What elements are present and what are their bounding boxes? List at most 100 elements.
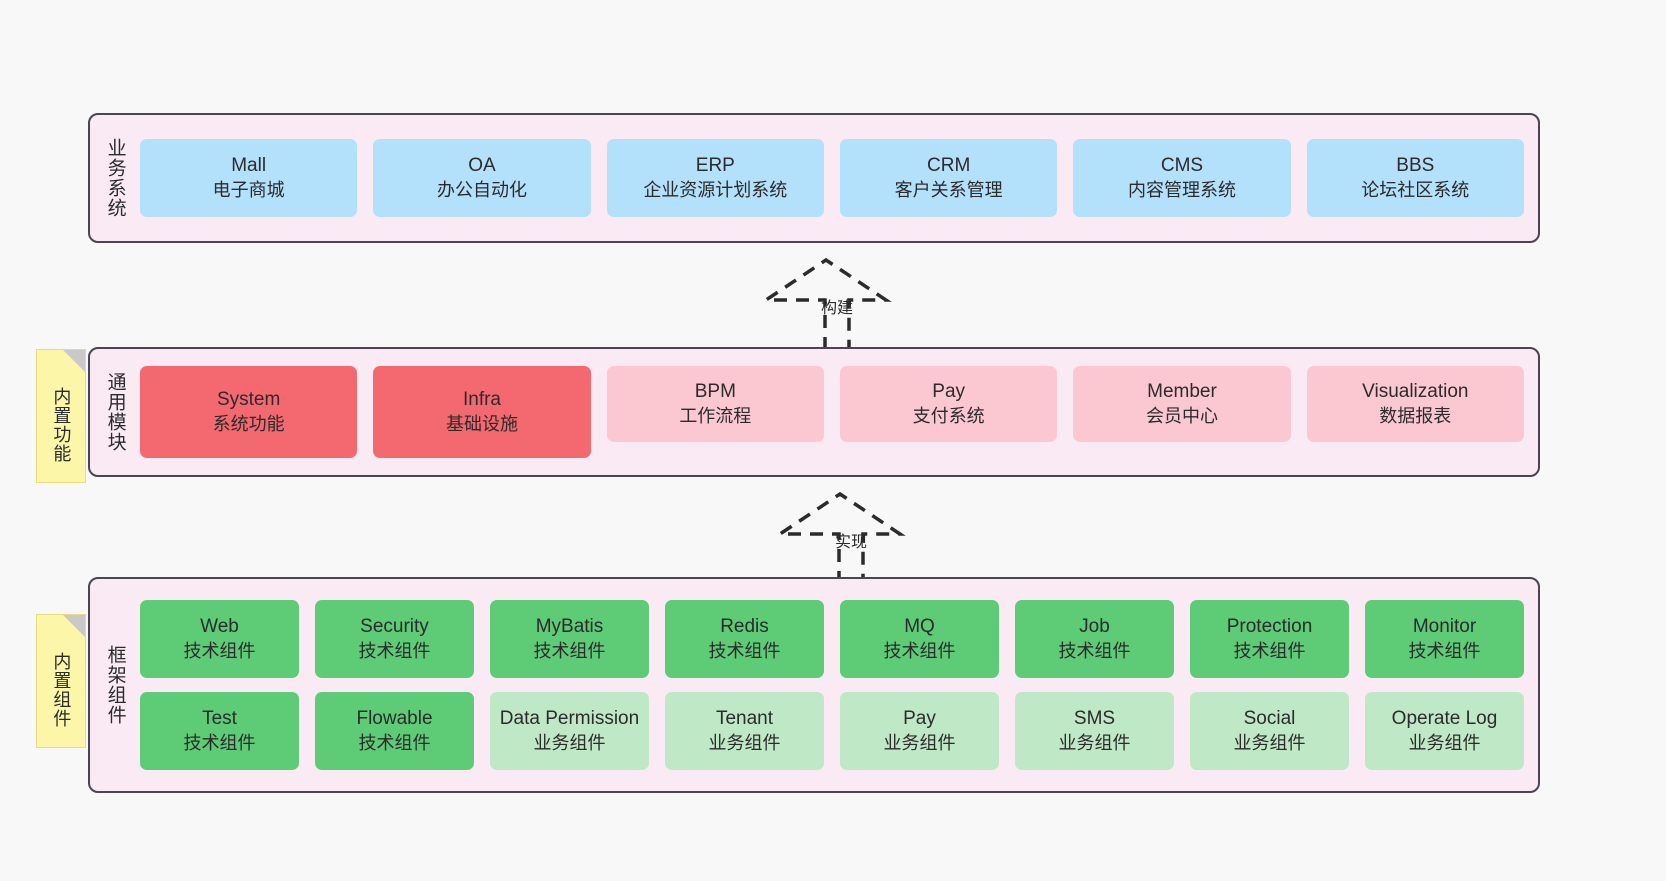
cell-name: MQ	[904, 616, 935, 638]
layer-title-business-system: 业务系统	[104, 138, 126, 218]
cell-name: Mall	[231, 155, 267, 177]
cell-row: Mall 电子商城 OA 办公自动化 ERP 企业资源计划系统 CRM 客户关系…	[140, 139, 1524, 217]
cell-name: Job	[1079, 616, 1110, 638]
cell-desc: 业务组件	[1233, 732, 1306, 753]
cell-name: Pay	[903, 708, 936, 730]
cell-desc: 基础设施	[445, 413, 518, 434]
cell-visualization[interactable]: Visualization 数据报表	[1306, 366, 1524, 442]
cell-desc: 数据报表	[1379, 405, 1452, 426]
layer-title-framework-component: 框架组件	[104, 645, 126, 725]
cell-oa[interactable]: OA 办公自动化	[373, 139, 591, 217]
cell-crm[interactable]: CRM 客户关系管理	[839, 139, 1058, 217]
cell-name: Operate Log	[1391, 708, 1498, 730]
cell-name: Infra	[462, 389, 501, 411]
cell-bpm[interactable]: BPM 工作流程	[606, 366, 824, 442]
cell-job[interactable]: Job 技术组件	[1015, 600, 1174, 678]
cell-desc: 业务组件	[708, 732, 781, 753]
cell-desc: 业务组件	[1408, 732, 1481, 753]
cell-tenant[interactable]: Tenant 业务组件	[665, 692, 824, 770]
cell-desc: 技术组件	[183, 640, 256, 661]
cell-pay-module[interactable]: Pay 支付系统	[839, 366, 1058, 442]
cell-name: Social	[1243, 708, 1296, 730]
cell-desc: 内容管理系统	[1127, 179, 1236, 200]
cell-desc: 会员中心	[1145, 405, 1218, 426]
note-fold-icon	[63, 615, 85, 637]
cell-sms[interactable]: SMS 业务组件	[1015, 692, 1174, 770]
cell-row: Test 技术组件 Flowable 技术组件 Data Permission …	[140, 692, 1524, 770]
layer-body-common-module: System 系统功能 Infra 基础设施 BPM 工作流程 Pay 支付系统…	[140, 349, 1538, 475]
cell-monitor[interactable]: Monitor 技术组件	[1365, 600, 1524, 678]
cell-name: Pay	[932, 381, 966, 403]
cell-name: CMS	[1160, 155, 1204, 177]
cell-erp[interactable]: ERP 企业资源计划系统	[606, 139, 824, 217]
cell-mybatis[interactable]: MyBatis 技术组件	[490, 600, 649, 678]
cell-social[interactable]: Social 业务组件	[1190, 692, 1349, 770]
cell-desc: 客户关系管理	[894, 179, 1003, 200]
cell-desc: 技术组件	[883, 640, 956, 661]
cell-mall[interactable]: Mall 电子商城	[140, 139, 358, 217]
cell-name: BBS	[1396, 155, 1435, 177]
cell-name: Web	[200, 616, 239, 638]
layer-framework-component[interactable]: 框架组件 Web 技术组件 Security 技术组件 MyBatis 技术组件	[88, 577, 1540, 793]
cell-system[interactable]: System 系统功能	[140, 366, 358, 458]
cell-mq[interactable]: MQ 技术组件	[840, 600, 999, 678]
cell-name: Tenant	[715, 708, 774, 730]
cell-name: Monitor	[1412, 616, 1477, 638]
cell-desc: 业务组件	[883, 732, 956, 753]
cell-desc: 支付系统	[912, 405, 985, 426]
cell-desc: 业务组件	[1058, 732, 1131, 753]
cell-pay-component[interactable]: Pay 业务组件	[840, 692, 999, 770]
cell-desc: 论坛社区系统	[1361, 179, 1470, 200]
cell-name: Flowable	[356, 708, 433, 730]
cell-operate-log[interactable]: Operate Log 业务组件	[1365, 692, 1524, 770]
cell-data-permission[interactable]: Data Permission 业务组件	[490, 692, 649, 770]
cell-cms[interactable]: CMS 内容管理系统	[1073, 139, 1291, 217]
sticky-note-text: 内置组件	[51, 652, 72, 728]
cell-name: Data Permission	[499, 708, 640, 730]
layer-body-framework-component: Web 技术组件 Security 技术组件 MyBatis 技术组件 Redi…	[140, 579, 1538, 791]
sticky-note-text: 内置功能	[51, 387, 72, 463]
cell-name: Redis	[720, 616, 769, 638]
cell-name: Protection	[1226, 616, 1313, 638]
cell-name: SMS	[1073, 708, 1116, 730]
layer-title-common-module: 通用模块	[104, 372, 126, 452]
cell-web[interactable]: Web 技术组件	[140, 600, 299, 678]
note-fold-icon	[63, 350, 85, 372]
cell-name: ERP	[695, 155, 735, 177]
cell-member[interactable]: Member 会员中心	[1073, 366, 1291, 442]
connector-implement: 实现	[772, 491, 922, 584]
layer-body-business-system: Mall 电子商城 OA 办公自动化 ERP 企业资源计划系统 CRM 客户关系…	[140, 115, 1538, 241]
cell-row: System 系统功能 Infra 基础设施 BPM 工作流程 Pay 支付系统…	[140, 366, 1524, 458]
cell-desc: 技术组件	[1408, 640, 1481, 661]
cell-name: Member	[1147, 381, 1217, 403]
connector-implement-label: 实现	[835, 534, 868, 551]
cell-flowable[interactable]: Flowable 技术组件	[315, 692, 474, 770]
cell-redis[interactable]: Redis 技术组件	[665, 600, 824, 678]
cell-desc: 技术组件	[533, 640, 606, 661]
cell-desc: 技术组件	[183, 732, 256, 753]
cell-desc: 技术组件	[358, 732, 431, 753]
cell-name: Test	[202, 708, 237, 730]
cell-desc: 技术组件	[1233, 640, 1306, 661]
cell-protection[interactable]: Protection 技术组件	[1190, 600, 1349, 678]
cell-security[interactable]: Security 技术组件	[315, 600, 474, 678]
cell-bbs[interactable]: BBS 论坛社区系统	[1306, 139, 1524, 217]
build-arrow-icon	[760, 257, 892, 350]
cell-name: MyBatis	[535, 616, 604, 638]
cell-name: OA	[468, 155, 496, 177]
cell-name: Security	[360, 616, 429, 638]
cell-infra[interactable]: Infra 基础设施	[373, 366, 591, 458]
layer-common-module[interactable]: 通用模块 System 系统功能 Infra 基础设施 BPM 工作流程 Pay…	[88, 347, 1540, 477]
cell-name: BPM	[694, 381, 736, 403]
cell-name: System	[216, 389, 281, 411]
cell-test[interactable]: Test 技术组件	[140, 692, 299, 770]
cell-name: Visualization	[1362, 381, 1469, 403]
cell-desc: 技术组件	[358, 640, 431, 661]
layer-business-system[interactable]: 业务系统 Mall 电子商城 OA 办公自动化 ERP 企业资源计划系统 CRM…	[88, 113, 1540, 243]
cell-row: Web 技术组件 Security 技术组件 MyBatis 技术组件 Redi…	[140, 600, 1524, 678]
sticky-note-builtin-features: 内置功能	[36, 349, 86, 483]
cell-desc: 办公自动化	[436, 179, 527, 200]
cell-desc: 电子商城	[212, 179, 285, 200]
cell-desc: 技术组件	[1058, 640, 1131, 661]
